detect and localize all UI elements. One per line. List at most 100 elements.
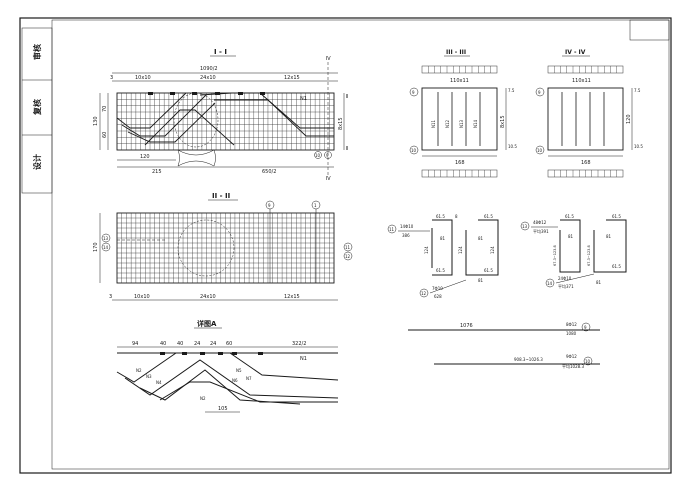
detail-a-labels: N1 N2 N3 N4 N5 N6 N7 N2 xyxy=(136,356,307,401)
section-1-bottom-650: 650/2 xyxy=(262,169,276,175)
rebar-11-dim-81: 81 xyxy=(440,236,446,241)
detail-a-label-n1: N1 xyxy=(300,356,307,362)
rebar-11-marker-label: 11 xyxy=(389,227,395,232)
rebar-12-dim-61-5: 61.5 xyxy=(484,268,493,273)
rebar-13-shape xyxy=(559,219,581,273)
detail-a: 详图A 94 40 40 24 24 60 322/2 N1 N2 xyxy=(116,319,339,413)
section-4-right-120: 120 xyxy=(626,114,632,124)
section-1-total-top: 1090/2 xyxy=(200,66,218,72)
section-4-width: 168 xyxy=(581,160,591,166)
section-2-left-dim: 170 xyxy=(93,242,99,252)
rebar-13-dim-range-a: 67.3~123.8 xyxy=(553,245,557,266)
rebar-12-marker-label: 12 xyxy=(421,291,427,296)
bar-9-total: 1076 xyxy=(460,323,473,329)
section-2-dim-24x10: 24x10 xyxy=(200,294,216,300)
section-1-title: I - I xyxy=(214,48,227,56)
section-2-dim-12x15: 12x15 xyxy=(284,294,300,300)
section-4-right-7-5: 7.5 xyxy=(634,88,641,93)
section-1-pile xyxy=(177,149,216,167)
section-1-dim-24x10: 24x10 xyxy=(200,75,216,81)
section-3-label-n13: N13 xyxy=(459,119,464,128)
section-2-marker-13-label: 13 xyxy=(103,236,109,241)
detail-a-dim-322: 322/2 xyxy=(292,341,306,347)
rebar-14-spec: 24Φ10 xyxy=(558,276,572,281)
section-4-right-10-5: 10.5 xyxy=(634,144,643,149)
rebar-12-spec: 7Φ10 xyxy=(432,286,443,291)
section-4-title: IV - IV xyxy=(565,49,586,56)
rebar-13-spec: 48Φ12 xyxy=(533,220,547,225)
detail-a-label-n7: N7 xyxy=(246,376,252,381)
rebar-13-dim-61-5b: 61.5 xyxy=(612,214,621,219)
section-1: I - I 1090/2 3 10x10 24x10 12x15 xyxy=(93,48,348,182)
bar-10-marker xyxy=(583,356,593,366)
bar-9-spec: 8Φ12 xyxy=(566,322,577,327)
rebar-11-marker xyxy=(387,224,397,234)
section-3-body xyxy=(421,87,498,151)
detail-a-label-n4: N4 xyxy=(156,380,162,385)
section-1-dim-3: 3 xyxy=(110,75,113,81)
section-2: II - II 170 3 10x10 24x10 12x15 9 1 11 1… xyxy=(93,192,353,301)
section-1-marker-9-label: 9 xyxy=(326,153,329,158)
rebar-12-dim-81b: 81 xyxy=(478,278,484,283)
bar-9-marker xyxy=(581,322,591,332)
section-1-bottom-215: 215 xyxy=(152,169,162,175)
section-2-dim-10x10: 10x10 xyxy=(134,294,150,300)
section-4-body xyxy=(547,87,624,151)
bar-9: 1076 8Φ12 1080 9 xyxy=(408,322,600,336)
rebar-12-marker xyxy=(419,288,429,298)
detail-a-bar-marks xyxy=(160,352,263,355)
detail-a-bars xyxy=(116,352,339,405)
section-3-marker-10-label: 10 xyxy=(411,148,417,153)
bar-10-note: 平均1028.3 xyxy=(562,363,584,369)
section-2-dim-3: 3 xyxy=(109,294,112,300)
section-3-marker-9-label: 9 xyxy=(412,90,415,95)
grid2-mesh xyxy=(117,213,334,283)
detail-a-label-n2b: N2 xyxy=(200,396,206,401)
rebar-11-dim-124a: 124 xyxy=(424,246,429,254)
section-1-cut-top: Ⅳ xyxy=(326,56,331,62)
section-3-label-n11: N11 xyxy=(431,119,436,128)
rebar-14-shape xyxy=(593,219,627,273)
section-1-bottom-120: 120 xyxy=(140,154,150,160)
title-block: 审核 复核 设计 xyxy=(21,27,53,194)
bar-9-length: 1080 xyxy=(566,331,577,336)
rebar-11-shape xyxy=(432,219,453,276)
section-1-bar-marks xyxy=(148,92,265,95)
section-4-marker-9-label: 9 xyxy=(538,90,541,95)
section-2-marker-12-label: 12 xyxy=(345,254,351,259)
rebar-11-spec: 14Φ10 xyxy=(400,224,414,229)
section-4-marker-9 xyxy=(535,87,545,97)
section-3-marker-9 xyxy=(409,87,419,97)
rebar-13-14: 61.5 61.5 81 67.3~123.8 67.3~123.8 81 61… xyxy=(520,214,627,289)
rebar-11-dim-61-5b: 61.5 xyxy=(484,214,493,219)
section-4: IV - IV 110x11 168 120 7.5 10.5 9 10 xyxy=(535,49,643,178)
section-3: III - III 110x11 N11 N12 N13 N14 168 8x1… xyxy=(409,49,517,178)
sheet-border xyxy=(19,17,672,474)
title-cell-review: 审核 xyxy=(32,44,42,60)
rebar-14-marker xyxy=(545,278,555,288)
section-2-marker-14-label: 14 xyxy=(103,245,109,250)
bar4bot-ruler xyxy=(547,169,624,178)
section-3-right-10-5: 10.5 xyxy=(508,144,517,149)
rebar-12-shape xyxy=(465,219,499,276)
rebar-11-length: 386 xyxy=(402,233,410,238)
detail-a-bottom-dim: 105 xyxy=(218,406,228,412)
title-cell-design: 设计 xyxy=(32,154,42,170)
rebar-13-marker xyxy=(520,221,530,231)
detail-a-dim-24b: 24 xyxy=(210,341,216,347)
bar-10-length: 908.3~1026.3 xyxy=(514,357,543,362)
rebar-14-note: 平均371 xyxy=(558,283,574,289)
section-4-marker-10-label: 10 xyxy=(537,148,543,153)
bar4top-ruler xyxy=(547,65,624,74)
section-1-bar-label: N1 xyxy=(300,96,307,102)
section-3-marker-10 xyxy=(409,145,419,155)
section-3-label-n14: N14 xyxy=(473,119,478,128)
rebar-13-dim-range-b: 67.3~123.8 xyxy=(587,245,591,266)
section-1-marker-10a-label: 10 xyxy=(315,153,321,158)
detail-a-top-dims: 94 40 40 24 24 60 322/2 xyxy=(132,341,306,347)
detail-a-dim-40b: 40 xyxy=(177,341,183,347)
rebar-13-dim-81: 81 xyxy=(568,234,574,239)
rebar-13-dim-61-5a: 61.5 xyxy=(565,214,574,219)
rebar-14-dim-81: 81 xyxy=(606,234,612,239)
rebar-14-marker-label: 14 xyxy=(547,281,553,286)
